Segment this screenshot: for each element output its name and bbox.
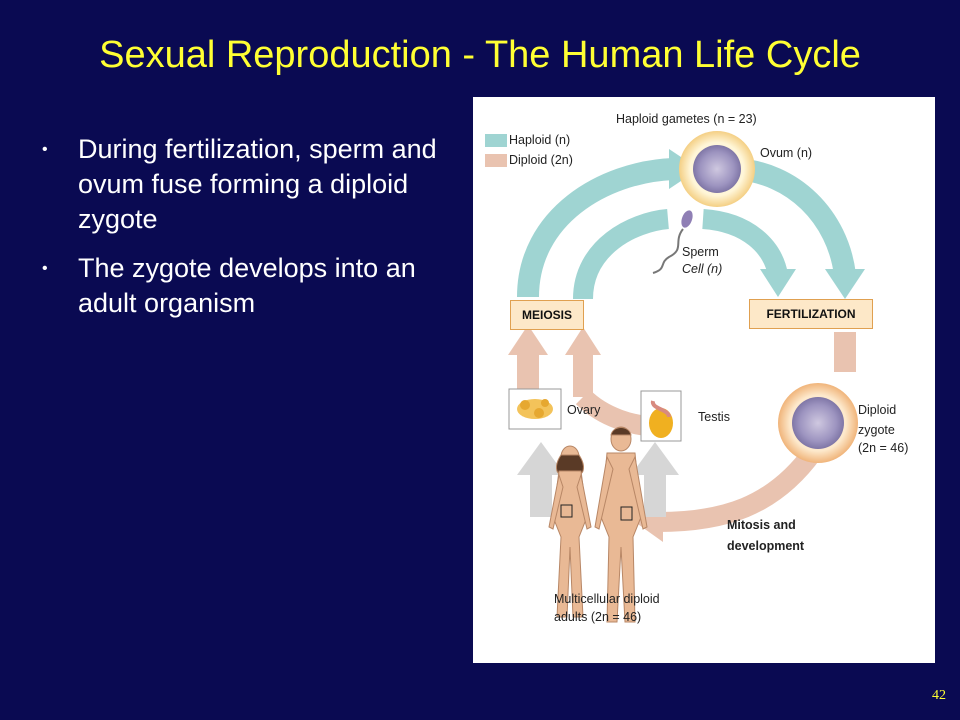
zygote-label-line3: (2n = 46) — [858, 441, 909, 455]
female-figure — [548, 445, 592, 618]
zygote-label-line2: zygote — [858, 423, 895, 437]
testis-arrowhead — [631, 442, 679, 475]
fertilization-arrowhead-outer — [825, 269, 865, 299]
outer-haploid-arc-right — [734, 158, 856, 277]
meiosis-arrowhead-inner — [565, 327, 601, 355]
inner-haploid-arc — [573, 209, 670, 300]
ovum-cell — [693, 145, 741, 193]
bullet-item: During fertilization, sperm and ovum fus… — [40, 132, 460, 237]
bullet-item: The zygote develops into an adult organi… — [40, 251, 460, 321]
zygote-to-adults-arc — [657, 446, 822, 532]
legend-haploid-label: Haploid (n) — [509, 133, 571, 147]
page-number: 42 — [932, 688, 946, 703]
legend-diploid-swatch — [485, 154, 507, 167]
legend-haploid-swatch — [485, 134, 507, 147]
male-figure — [594, 426, 648, 623]
male-gonad-marker — [620, 506, 633, 521]
mitosis-label-line1: Mitosis and — [727, 518, 796, 532]
ovary-label: Ovary — [567, 403, 601, 417]
life-cycle-artwork — [508, 131, 865, 623]
mitosis-label-line2: development — [727, 539, 805, 553]
sperm-label-line1: Sperm — [682, 245, 719, 259]
sperm-tail — [652, 228, 684, 274]
ovary-arrowhead — [517, 442, 565, 475]
slide-title: Sexual Reproduction - The Human Life Cyc… — [99, 34, 861, 76]
female-gonad-marker — [560, 504, 573, 518]
fertilization-box: FERTILIZATION — [749, 299, 873, 329]
fertilization-arrowhead-inner — [760, 269, 796, 297]
zygote-label-line1: Diploid — [858, 403, 897, 417]
testis-label: Testis — [698, 410, 730, 424]
meiosis-box: MEIOSIS — [510, 300, 584, 330]
sperm-label-line2: Cell (n) — [682, 262, 723, 276]
meiosis-arrowhead-outer — [508, 325, 548, 355]
legend-diploid-label: Diploid (2n) — [509, 153, 573, 167]
ovum-label: Ovum (n) — [760, 146, 813, 160]
haploid-gametes-label: Haploid gametes (n = 23) — [616, 112, 757, 126]
life-cycle-diagram: Haploid (n) Diploid (2n) Haploid gametes… — [473, 97, 935, 663]
zygote-cell — [792, 397, 844, 449]
adults-label-line2: adults (2n = 46) — [554, 610, 642, 624]
testis-shape — [649, 408, 673, 438]
inner-haploid-arc-right — [701, 209, 788, 278]
bullet-list: During fertilization, sperm and ovum fus… — [40, 132, 460, 335]
outer-haploid-arc — [517, 158, 674, 298]
adults-label-line1: Multicellular diploid — [554, 592, 660, 606]
sperm-head — [681, 210, 693, 228]
